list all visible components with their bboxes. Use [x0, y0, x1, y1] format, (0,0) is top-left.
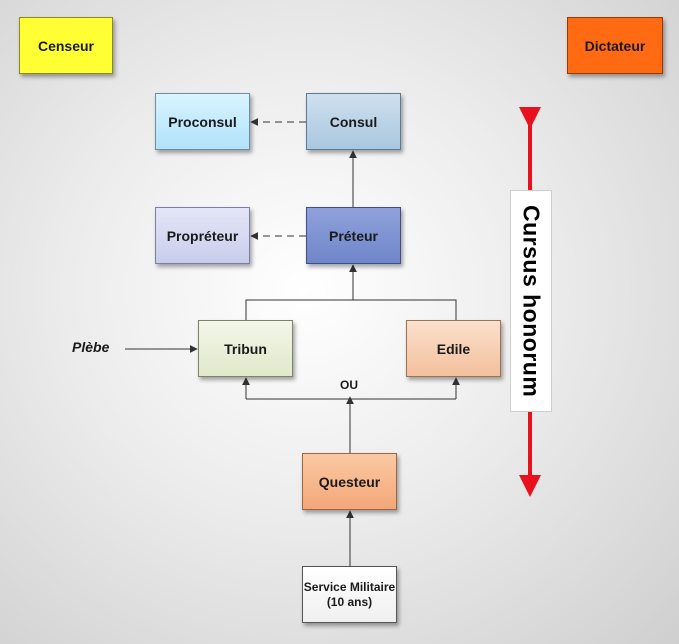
node-censeur: Censeur — [19, 17, 113, 74]
node-questeur: Questeur — [302, 453, 397, 510]
node-service-militaire: Service Militaire (10 ans) — [302, 566, 397, 623]
node-edile: Edile — [406, 320, 501, 377]
merge-bracket-line — [245, 299, 457, 320]
node-propreteur: Propréteur — [155, 207, 250, 264]
ou-label: OU — [340, 378, 358, 392]
node-preteur: Préteur — [306, 207, 401, 264]
cursus-honorum-label: Cursus honorum — [510, 190, 552, 412]
plebe-label: Plèbe — [72, 339, 110, 355]
node-dictateur: Dictateur — [567, 17, 663, 74]
node-consul: Consul — [306, 93, 401, 150]
node-tribun: Tribun — [198, 320, 293, 377]
node-proconsul: Proconsul — [155, 93, 250, 150]
